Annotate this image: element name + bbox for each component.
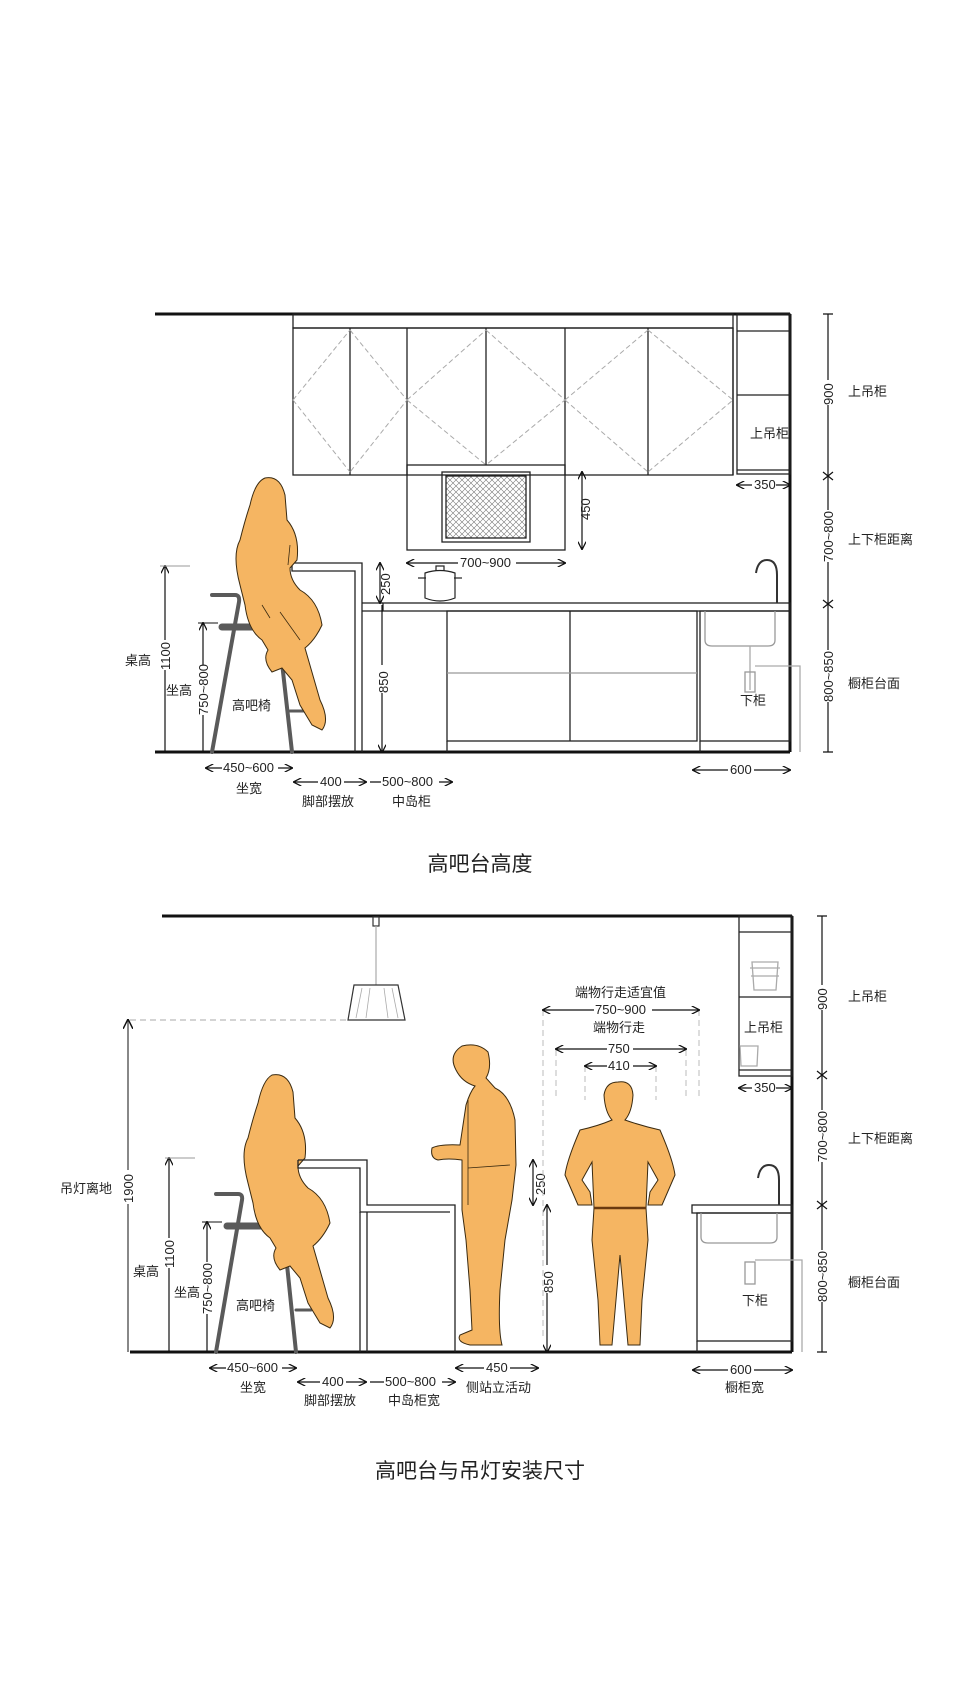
- dim-counter-height: 800~850: [821, 651, 836, 702]
- dim-seat-height-2: 750~800: [200, 1263, 215, 1314]
- dim-island-width: 500~800: [382, 774, 433, 789]
- dim-island-height: 850: [376, 671, 391, 693]
- dim-lamp-height: 1900: [121, 1174, 136, 1203]
- bar-stool-2: [214, 1192, 313, 1354]
- label-foot-space: 脚部摆放: [302, 794, 354, 810]
- label-bar-stool: 高吧椅: [232, 698, 271, 714]
- label-seat-width: 坐宽: [236, 781, 262, 797]
- label-counter-surface: 橱柜台面: [848, 677, 900, 692]
- dim-seat-width-2: 450~600: [227, 1360, 278, 1375]
- label-lower-cabinet-2: 下柜: [742, 1294, 768, 1309]
- dim-upper-cabinet-height-2: 900: [815, 988, 830, 1010]
- label-counter-surface-2: 橱柜台面: [848, 1276, 900, 1291]
- dim-island-width-2: 500~800: [385, 1374, 436, 1389]
- bar-counter-2: [297, 1159, 456, 1352]
- label-side-standing: 侧站立活动: [466, 1381, 531, 1396]
- dim-upper-depth-2: 350: [754, 1080, 776, 1095]
- dim-hood-width: 700~900: [460, 555, 511, 570]
- dim-foot-width: 400: [320, 774, 342, 789]
- dim-lower-depth-2: 600: [730, 1362, 752, 1377]
- label-foot-space-2: 脚部摆放: [304, 1393, 356, 1409]
- label-carry-walk: 端物行走: [593, 1021, 645, 1036]
- right-cabinets-2: [691, 915, 803, 1352]
- dim-bar-step-2: 250: [533, 1173, 548, 1195]
- label-upper-cabinet-inner: 上吊柜: [750, 427, 789, 442]
- label-seat-height: 坐高: [166, 683, 192, 699]
- dim-hood-height: 450: [578, 498, 593, 520]
- label-seat-height-2: 坐高: [174, 1285, 200, 1301]
- label-cabinet-gap-2: 上下柜距离: [848, 1131, 913, 1147]
- label-upper-cabinet: 上吊柜: [848, 385, 887, 400]
- caption-bar-height: 高吧台高度: [427, 852, 533, 876]
- dim-counter-height-2: 800~850: [815, 1251, 830, 1302]
- dim-walk-ideal: 750~900: [595, 1002, 646, 1017]
- label-table-height: 桌高: [125, 653, 151, 669]
- dim-bar-step: 250: [378, 573, 393, 595]
- dim-upper-cabinet-height: 900: [821, 383, 836, 405]
- standing-man-front-figure: [564, 1081, 676, 1346]
- standing-man-side-figure: [431, 1044, 517, 1346]
- range-hood: [406, 464, 566, 551]
- dim-cabinet-gap: 700~800: [821, 511, 836, 562]
- dim-island-height-2: 850: [541, 1271, 556, 1293]
- caption-bar-lamp: 高吧台与吊灯安装尺寸: [375, 1459, 585, 1483]
- dim-walk: 750: [608, 1041, 630, 1056]
- label-lamp-height: 吊灯离地: [60, 1181, 112, 1197]
- dim-seat-width: 450~600: [223, 760, 274, 775]
- seated-woman-figure-2: [243, 1074, 334, 1329]
- label-island-width: 中岛柜宽: [388, 1393, 440, 1409]
- dim-seat-height: 750~800: [196, 664, 211, 715]
- right-dimension-chain-2: [816, 915, 828, 1353]
- label-seat-width-2: 坐宽: [240, 1380, 266, 1396]
- pendant-lamp: [347, 916, 406, 1021]
- dim-cabinet-gap-2: 700~800: [815, 1111, 830, 1162]
- upper-cabinets: [292, 313, 791, 476]
- label-bar-stool-2: 高吧椅: [236, 1298, 275, 1314]
- dim-side-width: 450: [486, 1360, 508, 1375]
- seated-woman-figure: [235, 477, 326, 731]
- label-upper-cabinet-inner-2: 上吊柜: [744, 1021, 783, 1036]
- dim-table-height-2: 1100: [162, 1240, 177, 1268]
- dim-upper-depth: 350: [754, 477, 776, 492]
- dim-table-height: 1100: [158, 642, 173, 670]
- label-upper-cabinet-2: 上吊柜: [848, 990, 887, 1005]
- label-table-height-2: 桌高: [133, 1264, 159, 1280]
- lower-cabinets: [382, 558, 801, 752]
- cooking-pot: [418, 565, 462, 602]
- label-cabinet-width: 橱柜宽: [725, 1380, 764, 1396]
- label-cabinet-gap: 上下柜距离: [848, 532, 913, 548]
- bar-counter: [291, 562, 383, 752]
- dim-foot-width-2: 400: [322, 1374, 344, 1389]
- label-island: 中岛柜: [392, 794, 431, 810]
- dim-shoulder: 410: [608, 1058, 630, 1073]
- label-lower-cabinet: 下柜: [740, 694, 766, 709]
- dim-lower-depth: 600: [730, 762, 752, 777]
- diagram-bar-height: 上吊柜 450 700~900 下柜: [125, 312, 913, 810]
- label-carry-walk-ideal: 端物行走适宜值: [575, 985, 666, 1001]
